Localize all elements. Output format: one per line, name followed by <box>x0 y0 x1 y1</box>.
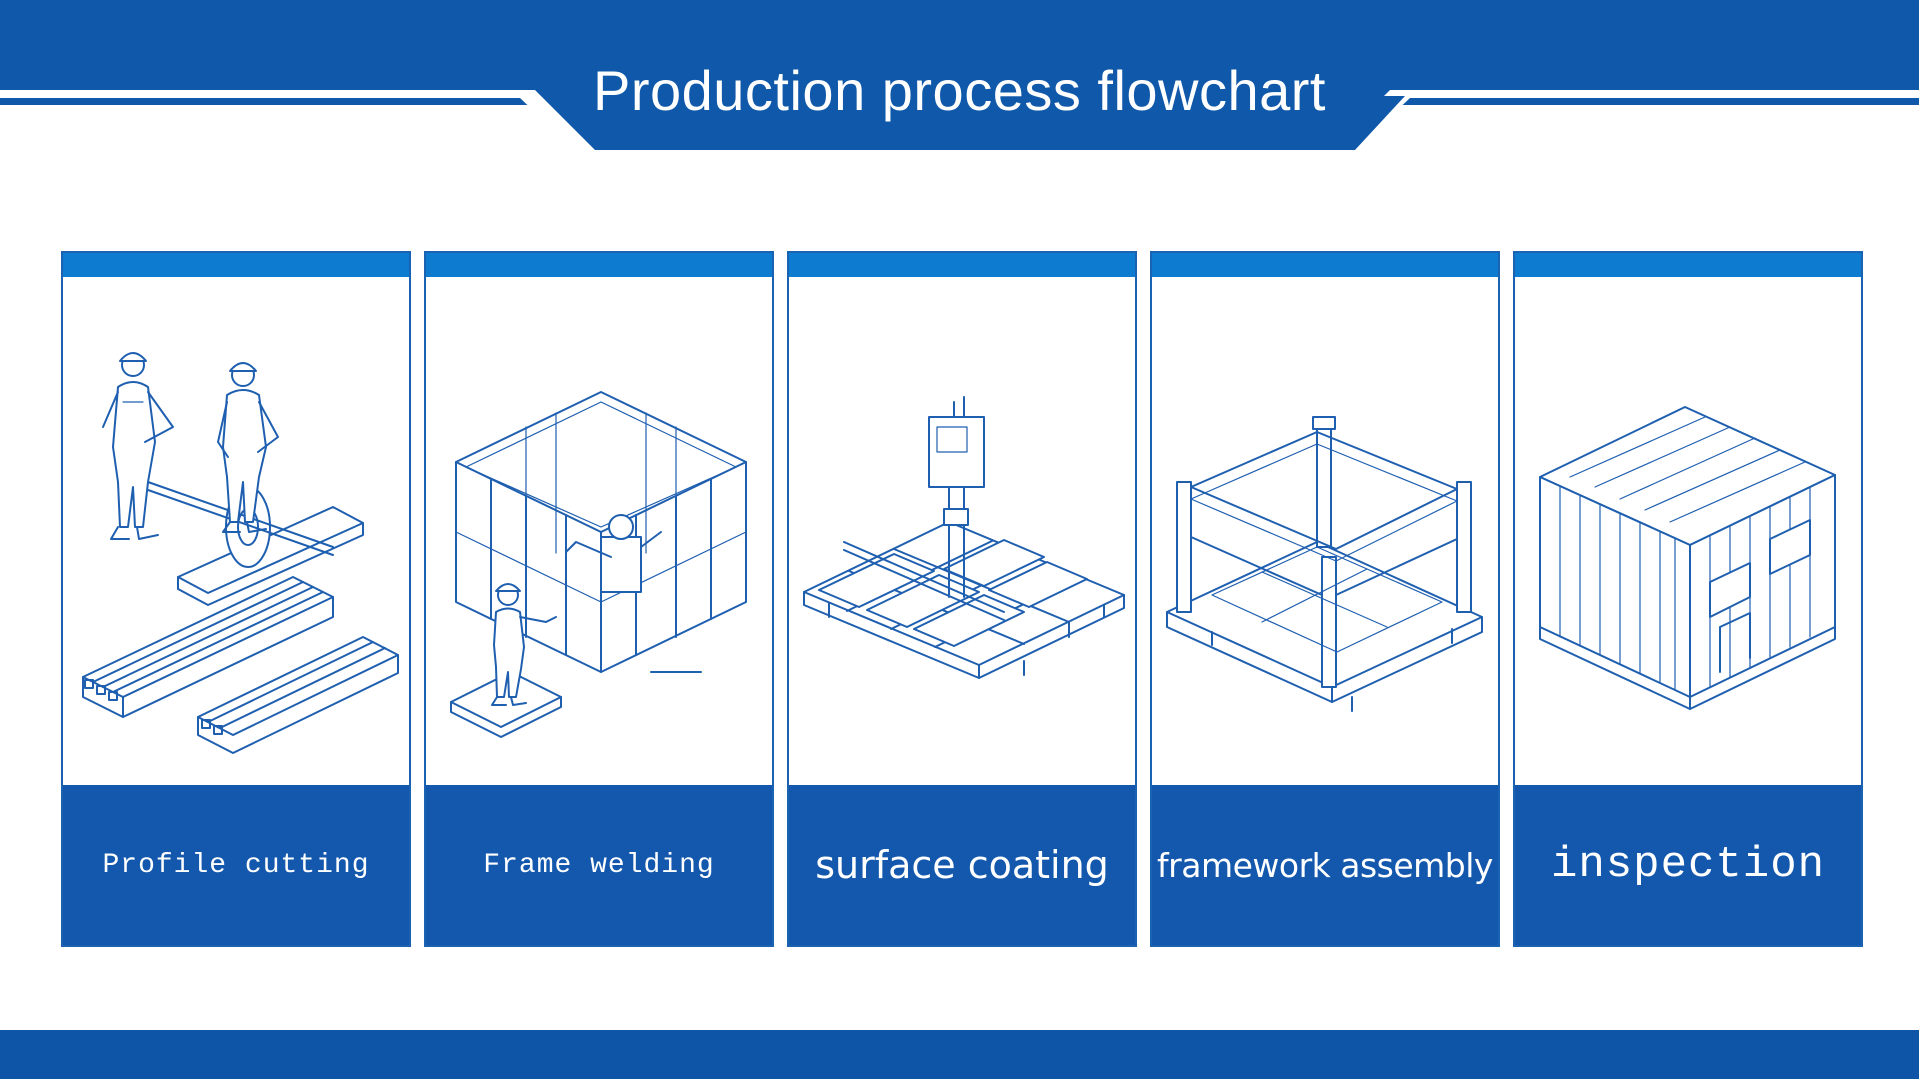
step-card-inspection: inspection <box>1513 251 1863 947</box>
step-label: surface coating <box>815 843 1109 887</box>
step-card-surface-coating: surface coating <box>787 251 1137 947</box>
card-top-strip <box>789 253 1135 277</box>
workers-cutting-profile-icon <box>82 352 399 754</box>
step-label: framework assembly <box>1157 845 1493 885</box>
header-banner <box>0 0 1919 150</box>
step-label-box: inspection <box>1515 785 1861 945</box>
footer-band <box>0 1030 1919 1079</box>
step-label: Profile cutting <box>102 849 370 881</box>
card-top-strip <box>426 253 772 277</box>
card-top-strip <box>63 253 409 277</box>
step-label: Frame welding <box>483 849 715 881</box>
framework-assembly-icon <box>1166 416 1483 712</box>
step-label-box: Profile cutting <box>63 785 409 945</box>
frame-welding-icon <box>450 391 747 738</box>
step-label-box: surface coating <box>789 785 1135 945</box>
surface-coating-machine-icon <box>803 396 1125 679</box>
step-card-framework-assembly: framework assembly <box>1150 251 1500 947</box>
step-card-profile-cutting: Profile cutting <box>61 251 411 947</box>
step-card-frame-welding: Frame welding <box>424 251 774 947</box>
page-title: Production process flowchart <box>592 59 1326 122</box>
step-label-box: framework assembly <box>1152 785 1498 945</box>
card-top-strip <box>1515 253 1861 277</box>
finished-container-icon <box>1539 406 1836 710</box>
step-label: inspection <box>1550 840 1826 890</box>
step-label-box: Frame welding <box>426 785 772 945</box>
card-top-strip <box>1152 253 1498 277</box>
